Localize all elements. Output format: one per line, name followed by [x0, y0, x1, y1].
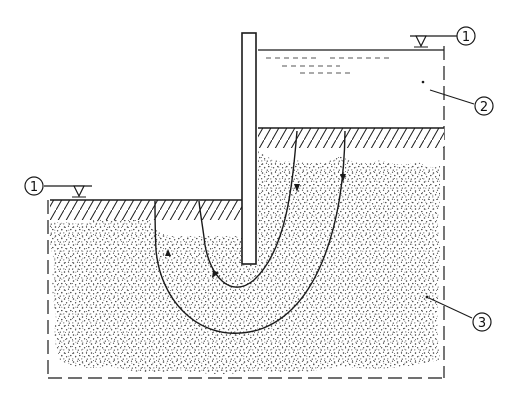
label-soil: 3 — [478, 316, 486, 331]
label-water-level-right: 1 — [462, 30, 470, 45]
callout-water: 2 — [429, 89, 494, 116]
label-water: 2 — [480, 100, 488, 115]
label-water-level-left: 1 — [30, 180, 38, 195]
water-body — [258, 49, 444, 84]
water-level-marker-right: 1 — [410, 26, 476, 48]
callout-soil: 3 — [425, 295, 492, 332]
domain-boundary — [47, 46, 445, 379]
water-level-marker-left: 1 — [24, 176, 92, 198]
arrow-up-inner — [212, 270, 219, 278]
flow-lines — [154, 130, 346, 334]
arrow-down-outer — [340, 174, 346, 182]
ground-surface-left — [50, 199, 242, 220]
arrow-up-outer — [165, 249, 171, 256]
flow-arrows — [165, 174, 346, 278]
sheet-pile — [241, 32, 257, 265]
flow-line-inner — [198, 130, 298, 288]
flow-line-outer — [154, 130, 346, 334]
soil-region — [49, 150, 440, 374]
ground-surface-right — [258, 127, 444, 148]
arrow-down-inner — [294, 184, 300, 192]
